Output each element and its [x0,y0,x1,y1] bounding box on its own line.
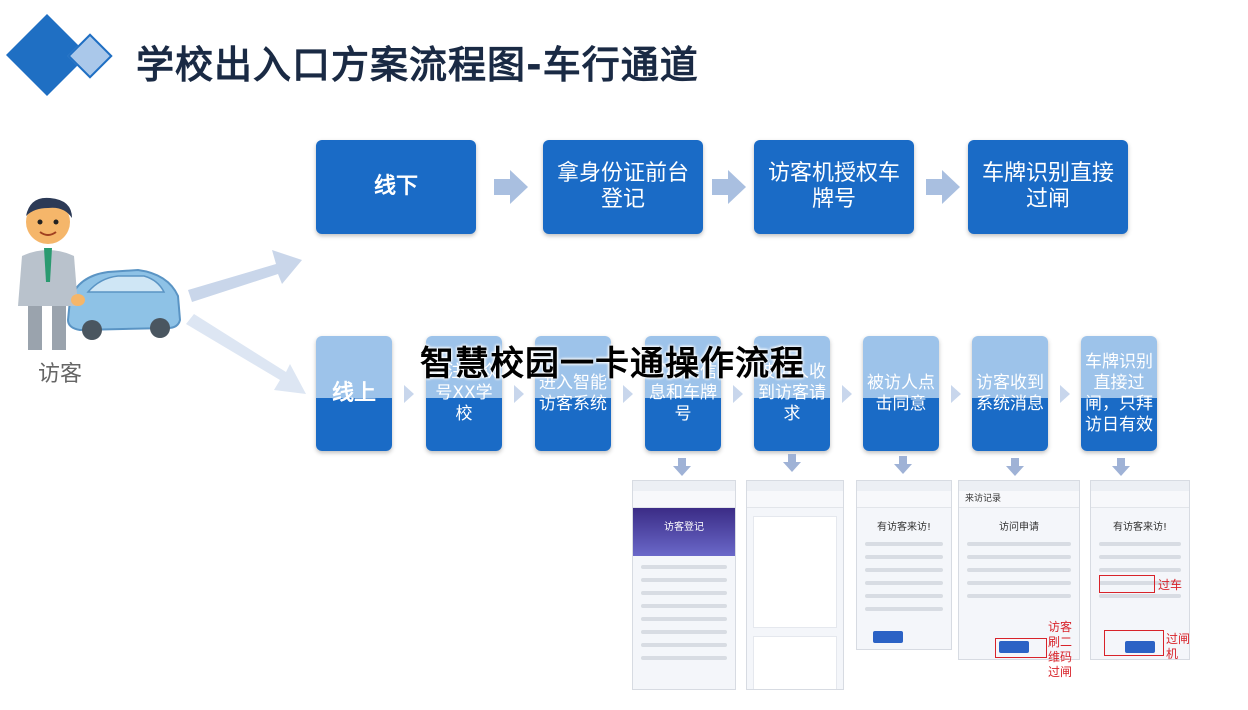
online-step-8: 车牌识别直接过闸，只拜访日有效 [1081,336,1157,451]
online-arrow-2 [514,385,524,403]
gate-highlight-box [1104,630,1164,656]
online-arrow-1 [404,385,414,403]
online-step-2: 关注公众号XX学校 [426,336,502,451]
online-step-5: 被访人收到访客请求 [754,336,830,451]
person-icon [18,197,85,350]
qrcode-button [999,641,1029,653]
down-arrow-3 [894,456,912,474]
qrcode-highlight-box [995,638,1047,658]
registration-banner: 访客登记 [633,508,735,556]
approve-button [873,631,903,643]
online-step-7: 访客收到系统消息 [972,336,1048,451]
car-highlight-box [1099,575,1155,593]
arrow-to-offline [188,250,302,302]
offline-step-3: 访客机授权车牌号 [754,140,914,234]
online-arrow-3 [623,385,633,403]
visitor-label: 访客 [38,362,83,387]
visitor-car-illustration [18,197,182,350]
phone-screen-registration: 访客登记 [632,480,736,690]
message-heading: 访问申请 [999,522,1039,533]
phone-screen-request [746,480,844,690]
offline-arrow-1 [494,170,528,204]
online-step-3: 进入智能访客系统 [535,336,611,451]
down-arrow-4 [1006,458,1024,476]
online-arrow-6 [951,385,961,403]
offline-arrow-2 [712,170,746,204]
offline-step-4: 车牌识别直接过闸 [968,140,1128,234]
online-arrow-7 [1060,385,1070,403]
gate-note: 过闸机 [1166,632,1191,661]
page-title: 学校出入口方案流程图-车行通道 [136,43,699,87]
overlay-title: 智慧校园一卡通操作流程 [420,344,805,384]
pass-button [1125,641,1155,653]
offline-step-2: 拿身份证前台登记 [543,140,703,234]
down-arrow-1 [673,458,691,476]
online-arrow-5 [842,385,852,403]
online-step-4: 写相关信息和车牌号 [645,336,721,451]
offline-arrow-3 [926,170,960,204]
approve-heading: 有访客来访! [876,522,931,533]
pass-car-note: 过车 [1158,578,1183,592]
branch-arrows [186,250,306,394]
car-icon [66,268,182,340]
message-title: 来访记录 [959,491,1079,508]
online-step-6: 被访人点击同意 [863,336,939,451]
phone-screen-message: 来访记录 访问申请 [958,480,1080,660]
down-arrow-5 [1112,458,1130,476]
pass-heading: 有访客来访! [1112,522,1167,533]
scan-note: 访客刷二维码过闸 [1048,620,1073,679]
arrow-to-online [186,314,306,394]
online-arrow-4 [733,385,743,403]
offline-step-1: 线下 [316,140,476,234]
online-step-1: 线上 [316,336,392,451]
down-arrow-2 [783,454,801,472]
phone-screen-approve: 有访客来访! [856,480,952,650]
